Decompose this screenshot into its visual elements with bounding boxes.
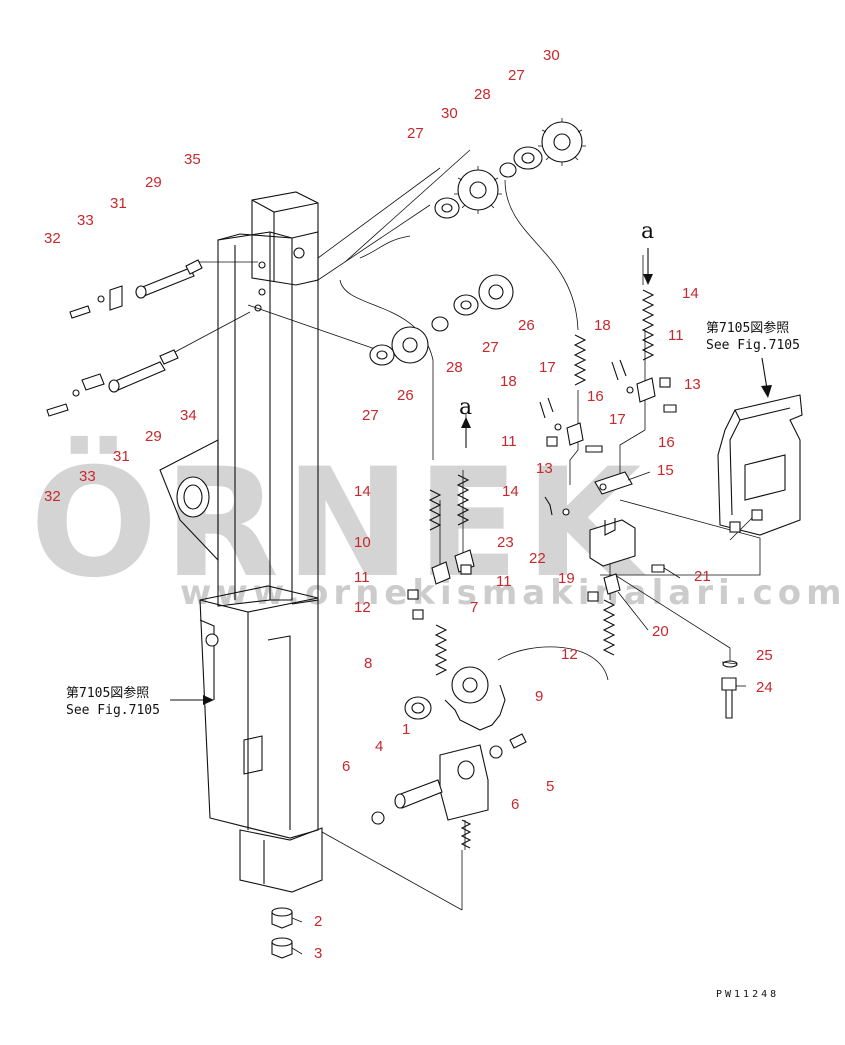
callout-18-b: 18 [500, 373, 517, 390]
watermark-brand: ÖRNEK [30, 435, 647, 611]
callout-19: 19 [558, 570, 575, 587]
callout-18-a: 18 [594, 317, 611, 334]
callout-35: 35 [184, 151, 201, 168]
see-fig-note-right-jp: 第7105図参照 [706, 320, 789, 336]
callout-8: 8 [364, 655, 372, 672]
callout-31-a: 31 [110, 195, 127, 212]
callout-24: 24 [756, 679, 773, 696]
reference-notes: a a 第7105図参照 See Fig.7105 第7105図参照 See F… [66, 219, 800, 1000]
callout-22: 22 [529, 550, 546, 567]
callout-16-a: 16 [587, 388, 604, 405]
callout-10: 10 [354, 534, 371, 551]
callout-12-b: 12 [561, 646, 578, 663]
callout-16-b: 16 [658, 434, 675, 451]
callout-30-b: 30 [441, 105, 458, 122]
callout-33-b: 33 [79, 468, 96, 485]
callout-32-b: 32 [44, 488, 61, 505]
watermark-url: www.ornekismakinalari.com.tr [180, 573, 845, 613]
chains [428, 289, 655, 731]
callout-25: 25 [756, 647, 773, 664]
callout-1: 1 [402, 721, 410, 738]
drawing-code: PW11248 [716, 989, 779, 1000]
callout-2: 2 [314, 913, 322, 930]
callout-17-a: 17 [539, 359, 556, 376]
callout-32-a: 32 [44, 230, 61, 247]
sprocket-30-upper-right [538, 118, 586, 166]
callout-26-a: 26 [518, 317, 535, 334]
sprocket-26-mid [478, 274, 514, 310]
small-fittings [407, 359, 738, 719]
reference-letter-top: a [641, 219, 654, 244]
callout-26-b: 26 [397, 387, 414, 404]
bushing-27-mid [453, 294, 479, 316]
callout-numbers: 30 27 28 30 27 35 29 31 33 32 26 27 28 2… [44, 47, 773, 962]
callout-29-a: 29 [145, 174, 162, 191]
callout-12-a: 12 [354, 599, 371, 616]
callout-6-a: 6 [342, 758, 350, 775]
see-fig-note-left-jp: 第7105図参照 [66, 685, 149, 701]
reference-letter-mid: a [459, 395, 472, 420]
callout-20: 20 [652, 623, 669, 640]
callout-31-b: 31 [113, 448, 130, 465]
arrows [170, 248, 772, 705]
see-fig-note-right-en: See Fig.7105 [706, 338, 800, 353]
callout-13-b: 13 [536, 460, 553, 477]
left-pins-bolts [46, 259, 203, 417]
callout-11-a: 11 [668, 327, 684, 344]
sprocket-30-upper-left [454, 166, 502, 214]
callout-5: 5 [546, 778, 554, 795]
bushing-27-upper-left [434, 197, 460, 219]
callout-27-c: 27 [482, 339, 499, 356]
right-cover [717, 394, 803, 536]
callout-28-b: 28 [446, 359, 463, 376]
callout-14-b: 14 [354, 483, 371, 500]
callout-34: 34 [180, 407, 197, 424]
callout-23: 23 [497, 534, 514, 551]
callout-27-a: 27 [508, 67, 525, 84]
callout-30-a: 30 [543, 47, 560, 64]
bushing-27-left [369, 344, 395, 366]
sprocket-26-left [391, 326, 429, 364]
callout-17-b: 17 [609, 411, 626, 428]
lower-sprocket-assembly [371, 666, 527, 849]
boom-frame [159, 191, 323, 959]
callout-28-a: 28 [474, 86, 491, 103]
leader-lines [174, 149, 761, 911]
callout-11-b: 11 [501, 433, 517, 450]
callout-14-c: 14 [502, 483, 519, 500]
spacer-28-mid [431, 316, 449, 332]
callout-6-b: 6 [511, 796, 519, 813]
callout-9: 9 [535, 688, 543, 705]
watermark: ÖRNEK www.ornekismakinalari.com.tr [30, 435, 845, 613]
callout-27-b: 27 [407, 125, 424, 142]
callout-33-a: 33 [77, 212, 94, 229]
callout-21: 21 [694, 568, 711, 585]
callout-14-a: 14 [682, 285, 699, 302]
bushing-27-upper-right [513, 146, 543, 170]
callout-7: 7 [470, 599, 478, 616]
callout-27-d: 27 [362, 407, 379, 424]
callout-13-a: 13 [684, 376, 701, 393]
spacer-28-upper [499, 162, 517, 178]
callout-29-b: 29 [145, 428, 162, 445]
callout-11-c: 11 [354, 569, 370, 586]
callout-ties [291, 471, 746, 955]
see-fig-note-left-en: See Fig.7105 [66, 703, 160, 718]
callout-11-d: 11 [496, 573, 512, 590]
callout-3: 3 [314, 945, 322, 962]
callout-15: 15 [657, 462, 674, 479]
upper-sprockets [369, 118, 586, 366]
callout-4: 4 [375, 738, 383, 755]
